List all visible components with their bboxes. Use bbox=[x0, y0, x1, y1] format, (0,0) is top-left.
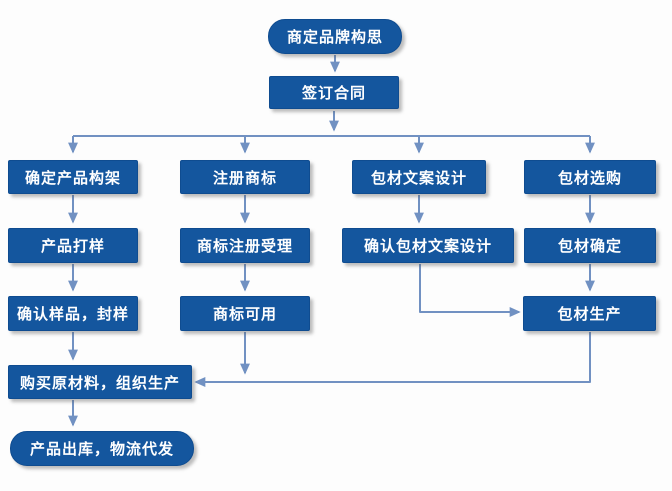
node-product-sampling: 产品打样 bbox=[8, 228, 138, 263]
node-packaging-selection: 包材选购 bbox=[524, 160, 656, 194]
node-product-outbound-logistics: 产品出库，物流代发 bbox=[10, 431, 194, 466]
node-packaging-production: 包材生产 bbox=[523, 296, 656, 331]
node-packaging-confirmed: 包材确定 bbox=[524, 228, 656, 263]
node-register-trademark: 注册商标 bbox=[180, 160, 310, 194]
edge-confirmcopy-to-production bbox=[419, 264, 521, 317]
node-sign-contract: 签订合同 bbox=[269, 76, 399, 109]
node-purchase-materials-production: 购买原材料，组织生产 bbox=[8, 365, 192, 399]
node-confirm-packaging-copy-design: 确认包材文案设计 bbox=[342, 228, 514, 263]
node-brand-concept: 商定品牌构思 bbox=[268, 19, 402, 54]
node-packaging-copy-design: 包材文案设计 bbox=[352, 160, 486, 194]
node-trademark-registration-acceptance: 商标注册受理 bbox=[180, 228, 310, 263]
node-confirm-sample-seal: 确认样品，封样 bbox=[8, 296, 138, 331]
node-define-product-framework: 确定产品构架 bbox=[8, 160, 138, 194]
node-trademark-available: 商标可用 bbox=[180, 296, 310, 331]
edge-production-to-purchase bbox=[194, 332, 591, 387]
